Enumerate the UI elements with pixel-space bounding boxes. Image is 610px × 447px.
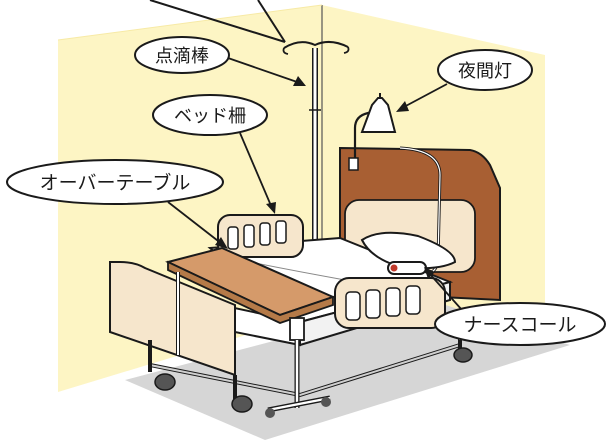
offscreen-callout-tail xyxy=(149,0,286,43)
bed-wheels xyxy=(154,347,473,413)
nurse-call-label: ナースコール xyxy=(463,314,576,336)
bed-rail-label: ベッド柵 xyxy=(174,106,246,127)
pillow xyxy=(360,231,457,270)
callout-night-light: 夜間灯 xyxy=(396,49,533,112)
night-light-icon xyxy=(348,93,397,171)
nurse-call-button-icon xyxy=(387,261,427,275)
left-wall-top-edge xyxy=(57,4,323,41)
callout-iv-pole: 点滴棒 xyxy=(134,36,306,86)
bed-frame xyxy=(148,330,462,402)
callout-overbed-table: オーバーテーブル xyxy=(6,159,228,249)
iv-pole-label: 点滴棒 xyxy=(155,46,209,67)
overbed-table-icon xyxy=(165,246,336,418)
footboard xyxy=(109,261,236,377)
iv-pole-icon xyxy=(282,41,350,245)
night-light-label: 夜間灯 xyxy=(458,61,512,82)
back-bed-rail xyxy=(217,214,304,258)
callout-bed-rail: ベッド柵 xyxy=(152,94,276,214)
overbed-table-label: オーバーテーブル xyxy=(40,171,191,194)
front-bed-rail xyxy=(334,277,446,329)
callout-nurse-call: ナースコール xyxy=(424,267,606,346)
